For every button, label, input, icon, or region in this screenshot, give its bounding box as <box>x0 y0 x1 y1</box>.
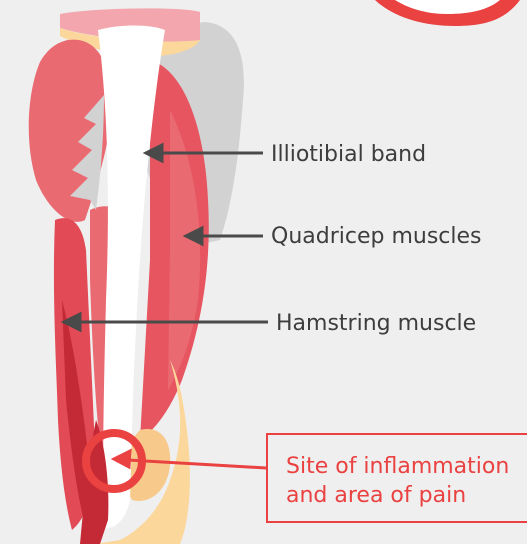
callout-line-1: Site of inflammation <box>286 452 509 481</box>
arrow-quadricep <box>186 228 263 244</box>
inflammation-callout-text: Site of inflammation and area of pain <box>286 452 509 510</box>
inflammation-callout-box: Site of inflammation and area of pain <box>266 433 527 523</box>
hamstring-muscle-label: Hamstring muscle <box>276 313 476 335</box>
iliotibial-band-label: Illiotibial band <box>271 144 426 166</box>
quadricep-muscles-label: Quadricep muscles <box>271 226 482 248</box>
callout-line-2: and area of pain <box>286 481 509 510</box>
